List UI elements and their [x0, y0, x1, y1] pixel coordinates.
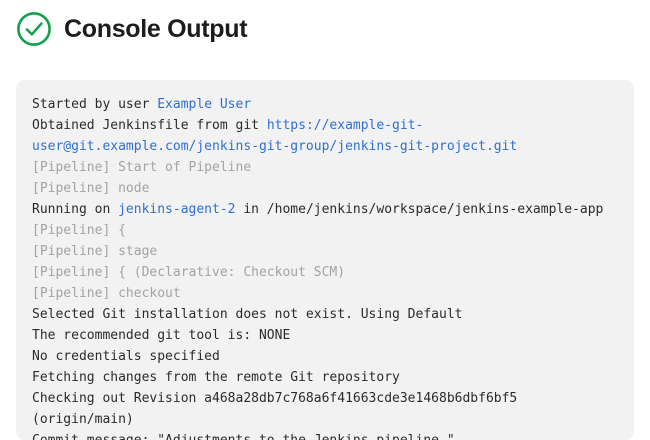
console-log-line: [Pipeline] stage	[32, 241, 618, 262]
console-log-text: [Pipeline] stage	[32, 244, 158, 259]
console-log-text: Started by user	[32, 97, 158, 112]
console-log-line: [Pipeline] node	[32, 178, 618, 199]
console-log-text: Commit message: "Adjustments to the Jenk…	[32, 433, 455, 440]
console-log-text: [Pipeline] node	[32, 181, 150, 196]
console-log-text: Obtained Jenkinsfile from git	[32, 118, 267, 133]
console-log-text: Selected Git installation does not exist…	[32, 307, 463, 322]
console-log-text: in /home/jenkins/workspace/jenkins-examp…	[235, 202, 604, 217]
check-circle-icon	[17, 12, 51, 46]
console-log-line: Commit message: "Adjustments to the Jenk…	[32, 430, 618, 440]
console-log-text: Running on	[32, 202, 119, 217]
console-log-text: No credentials specified	[32, 349, 220, 364]
console-log-text: [Pipeline] Start of Pipeline	[32, 160, 252, 175]
console-log-line: [Pipeline] checkout	[32, 283, 618, 304]
console-log-line: [Pipeline] {	[32, 220, 618, 241]
console-log-link[interactable]: Example User	[157, 97, 252, 112]
console-log-line: Obtained Jenkinsfile from git https://ex…	[32, 115, 618, 157]
page-header: Console Output	[0, 0, 650, 46]
page-title: Console Output	[64, 14, 248, 43]
console-log-line: Running on jenkins-agent-2 in /home/jenk…	[32, 199, 618, 220]
console-log-text: [Pipeline] {	[32, 223, 126, 238]
console-log-line: No credentials specified	[32, 346, 618, 367]
console-log-line: Started by user Example User	[32, 94, 618, 115]
console-log-line: Selected Git installation does not exist…	[32, 304, 618, 325]
console-log-line: [Pipeline] { (Declarative: Checkout SCM)	[32, 262, 618, 283]
console-log-line: The recommended git tool is: NONE	[32, 325, 618, 346]
console-log-text: [Pipeline] { (Declarative: Checkout SCM)	[32, 265, 346, 280]
console-log-text: Fetching changes from the remote Git rep…	[32, 370, 400, 385]
console-log-link[interactable]: jenkins-agent-2	[118, 202, 236, 217]
console-log-text: Checking out Revision a468a28db7c768a6f4…	[32, 391, 526, 427]
console-log-text: [Pipeline] checkout	[32, 286, 181, 301]
console-log-line: Fetching changes from the remote Git rep…	[32, 367, 618, 388]
console-log-link[interactable]: https://example-git-user@git.example.com…	[32, 118, 518, 154]
console-log-line: [Pipeline] Start of Pipeline	[32, 157, 618, 178]
console-log-text: The recommended git tool is: NONE	[32, 328, 291, 343]
console-log-line: Checking out Revision a468a28db7c768a6f4…	[32, 388, 618, 430]
